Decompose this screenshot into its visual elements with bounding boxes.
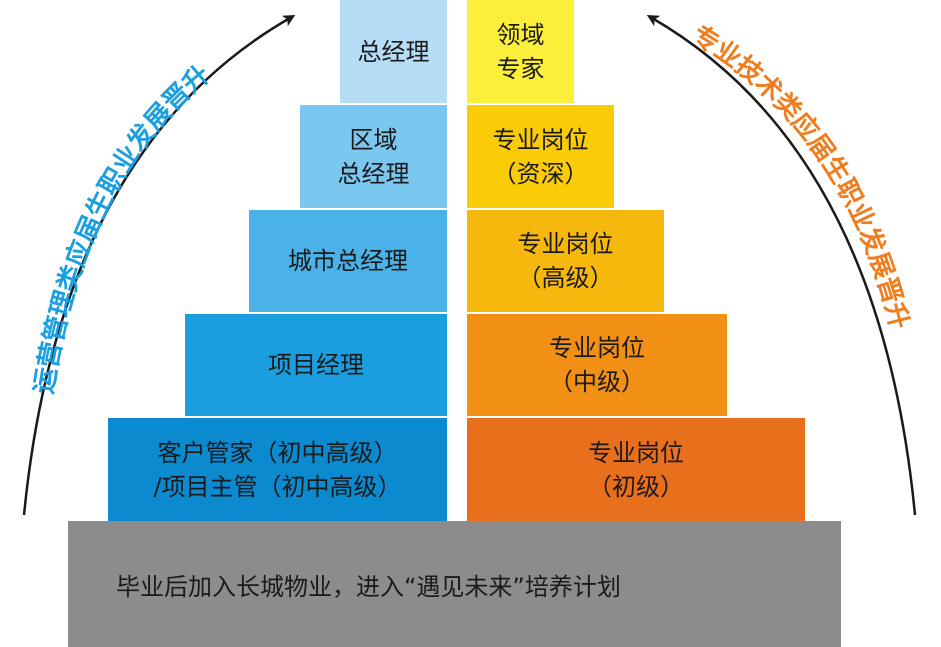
right-arc-arrow <box>646 14 917 516</box>
left-level-4: 区域 总经理 <box>300 105 447 208</box>
left-arc-arrow <box>22 15 296 516</box>
right-level-5: 领域 专家 <box>467 0 574 103</box>
right-level-4: 专业岗位 （资深） <box>467 105 614 208</box>
left-level-5: 总经理 <box>340 0 447 103</box>
left-level-2: 项目经理 <box>185 314 447 416</box>
foundation-base: 毕业后加入长城物业，进入“遇见未来”培养计划 <box>68 521 841 647</box>
base-text: 毕业后加入长城物业，进入“遇见未来”培养计划 <box>116 572 621 601</box>
right-level-1: 专业岗位 （初级） <box>467 418 805 521</box>
left-level-3: 城市总经理 <box>249 210 447 312</box>
right-level-3: 专业岗位 （高级） <box>467 210 664 312</box>
right-path-title: 专业技术类应届生职业发展晋升 <box>686 20 913 332</box>
right-level-2: 专业岗位 （中级） <box>467 314 727 416</box>
left-level-1: 客户管家（初中高级） /项目主管（初中高级） <box>108 418 447 521</box>
